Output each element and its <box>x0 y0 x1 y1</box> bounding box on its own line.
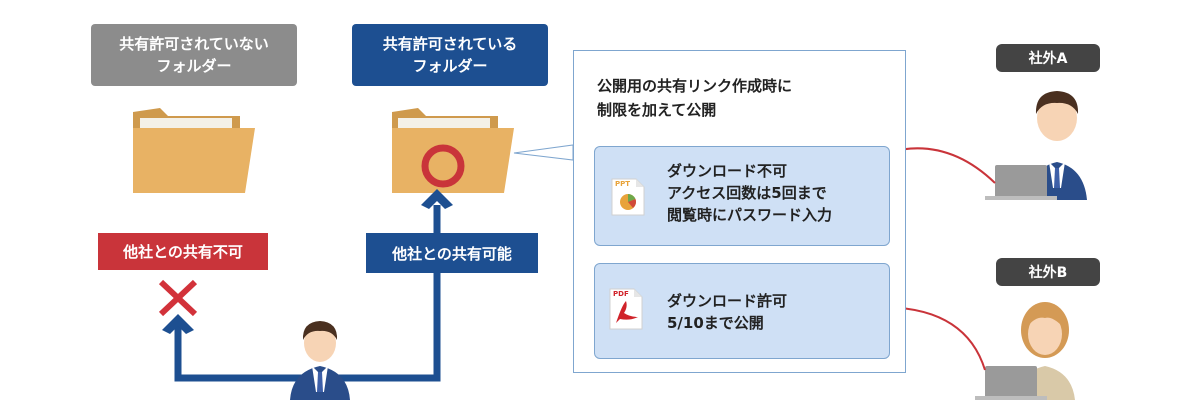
shared-folder-label-line1: 共有許可されている <box>382 35 518 53</box>
pdf-share-card <box>594 263 890 359</box>
denied-x-icon <box>158 279 198 317</box>
ppt-card-line3: 閲覧時にパスワード入力 <box>667 206 833 224</box>
shared-folder-label-line2: フォルダー <box>412 57 488 75</box>
share-denied-label: 他社との共有不可 <box>98 233 268 270</box>
external-a-tag: 社外A <box>996 44 1100 72</box>
unshared-folder-label-line2: フォルダー <box>156 57 232 75</box>
ppt-card-text: ダウンロード不可 アクセス回数は5回まで 閲覧時にパスワード入力 <box>667 160 832 226</box>
pdf-card-text: ダウンロード許可 5/10まで公開 <box>667 290 787 334</box>
ppt-card-line2: アクセス回数は5回まで <box>667 184 827 202</box>
callout-title-line2: 制限を加えて公開 <box>597 101 717 119</box>
external-b-tag: 社外B <box>996 258 1100 286</box>
path-to-unshared <box>174 325 320 382</box>
ppt-file-icon: PPT <box>608 177 648 217</box>
ppt-icon-text: PPT <box>615 180 631 188</box>
pdf-card-line2: 5/10まで公開 <box>667 314 764 332</box>
path-to-shared <box>320 205 441 382</box>
share-allowed-label: 他社との共有可能 <box>366 233 538 273</box>
pdf-icon-text: PDF <box>613 290 629 298</box>
unshared-folder-label: 共有許可されていない フォルダー <box>91 24 297 86</box>
user-person-icon <box>290 321 350 400</box>
callout-title: 公開用の共有リンク作成時に 制限を加えて公開 <box>597 74 887 122</box>
callout-pointer <box>513 144 574 161</box>
arrow-up-icon-unshared <box>162 314 194 334</box>
unshared-folder-icon <box>133 108 255 193</box>
external-b-person-icon <box>975 302 1075 400</box>
unshared-folder-label-line1: 共有許可されていない <box>119 35 269 53</box>
pdf-file-icon: PDF <box>606 287 646 331</box>
pdf-card-line1: ダウンロード許可 <box>667 292 788 310</box>
callout-title-line1: 公開用の共有リンク作成時に <box>597 77 793 95</box>
ppt-card-line1: ダウンロード不可 <box>667 162 788 180</box>
arrow-up-icon-shared <box>421 189 453 209</box>
external-a-person-icon <box>985 91 1087 200</box>
shared-folder-label: 共有許可されている フォルダー <box>352 24 548 86</box>
allowed-circle-icon <box>421 144 465 188</box>
